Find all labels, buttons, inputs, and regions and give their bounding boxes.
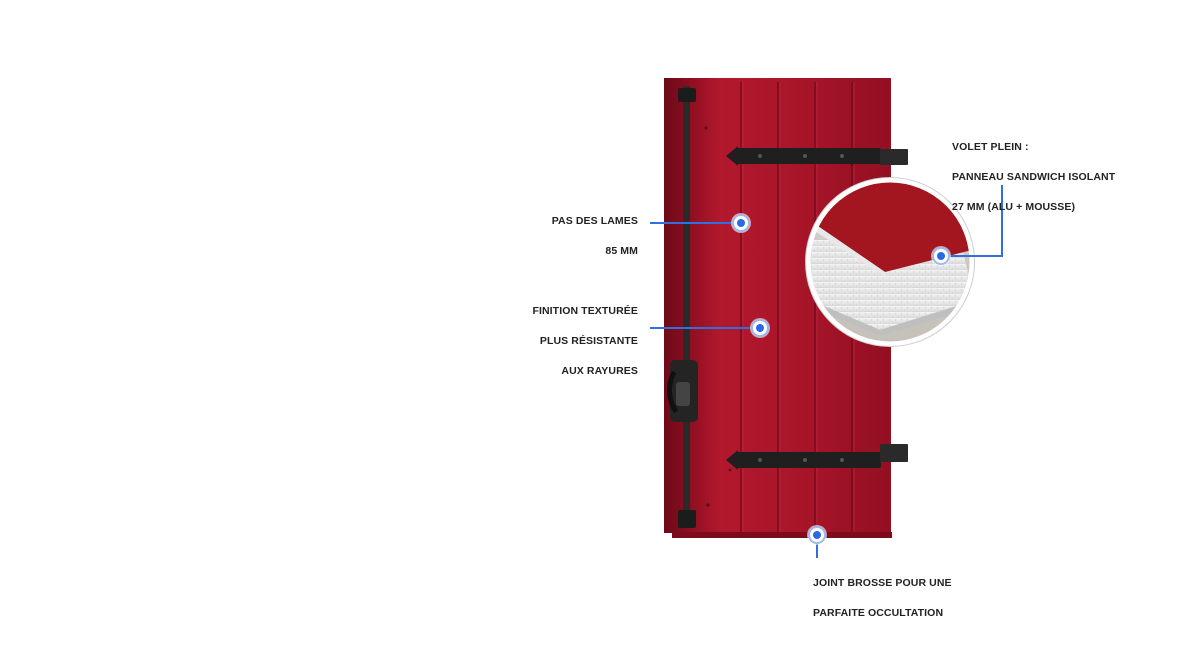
callout-joint-line1: JOINT BROSSE POUR UNE: [813, 577, 952, 589]
callout-lames: PAS DES LAMES 85 MM: [438, 199, 638, 274]
callout-volet: VOLET PLEIN : PANNEAU SANDWICH ISOLANT 2…: [952, 125, 1192, 230]
callout-joint-line2: PARFAITE OCCULTATION: [813, 607, 944, 619]
hinge-bottom: [726, 444, 908, 470]
hotspot-dot-icon[interactable]: [932, 247, 950, 265]
callout-volet-line3: 27 MM (ALU + MOUSSE): [952, 201, 1076, 213]
callout-lames-line2: 85 MM: [605, 245, 638, 257]
callout-volet-line1: VOLET PLEIN :: [952, 141, 1029, 153]
callout-finition: FINITION TEXTURÉE PLUS RÉSISTANTE AUX RA…: [438, 289, 638, 394]
callout-volet-line2: PANNEAU SANDWICH ISOLANT: [952, 171, 1116, 183]
espagnolette-rod: [667, 86, 698, 528]
section-zoom: [805, 177, 975, 347]
callout-finition-line2: PLUS RÉSISTANTE: [539, 335, 638, 347]
connector-finition: [650, 327, 760, 329]
callout-joint: JOINT BROSSE POUR UNE PARFAITE OCCULTATI…: [813, 561, 1053, 636]
callout-finition-line1: FINITION TEXTURÉE: [532, 305, 638, 317]
hotspot-dot-icon[interactable]: [751, 319, 769, 337]
callout-finition-line3: AUX RAYURES: [561, 365, 638, 377]
callout-lames-line1: PAS DES LAMES: [551, 215, 638, 227]
connector-lames: [650, 222, 742, 224]
connector-volet-v: [1001, 185, 1003, 257]
hotspot-dot-icon[interactable]: [732, 214, 750, 232]
hinge-top: [726, 146, 908, 166]
hotspot-dot-icon[interactable]: [808, 526, 826, 544]
connector-joint: [816, 536, 818, 558]
connector-volet-h: [942, 255, 1003, 257]
